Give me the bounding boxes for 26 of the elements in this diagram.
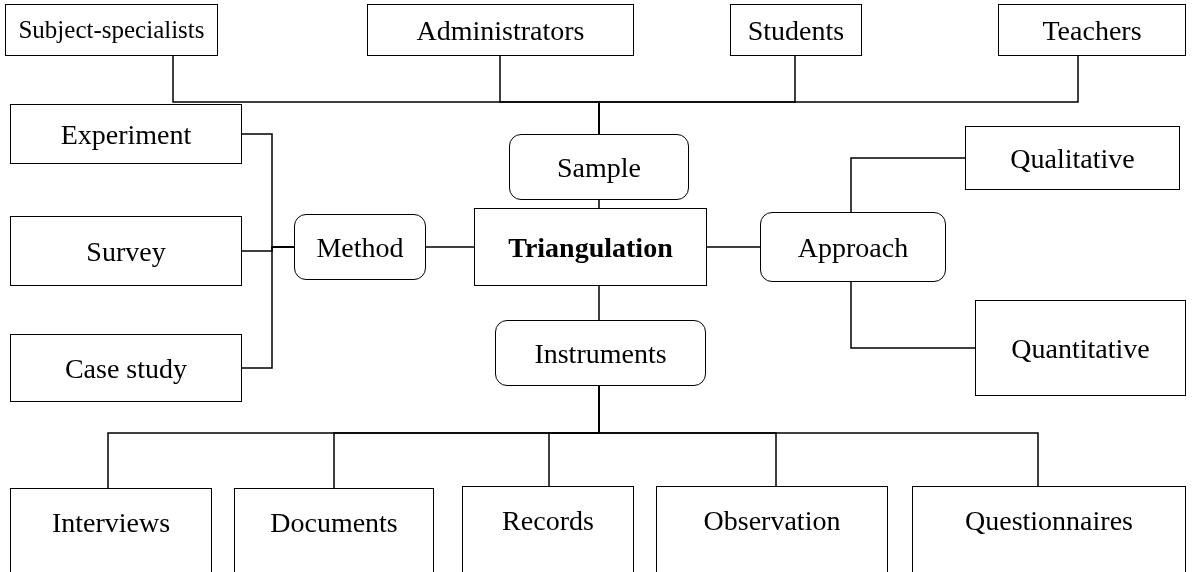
process-box: Triangulation xyxy=(474,208,707,286)
connector-line xyxy=(850,157,966,213)
connector-line xyxy=(706,246,761,248)
rounded-box: Approach xyxy=(760,212,946,282)
connector-line xyxy=(425,246,475,248)
process-box: Administrators xyxy=(367,4,634,56)
process-box: Subject-specialists xyxy=(5,4,218,56)
connector-line xyxy=(850,281,976,349)
process-box: Teachers xyxy=(998,4,1186,56)
rounded-box: Instruments xyxy=(495,320,706,386)
connector-line xyxy=(598,285,600,321)
process-box: Qualitative xyxy=(965,126,1180,190)
process-box: Experiment xyxy=(10,104,242,164)
process-box: Case study xyxy=(10,334,242,402)
connector-line xyxy=(598,199,600,209)
process-box: Observation xyxy=(656,486,888,572)
process-box: Questionnaires xyxy=(912,486,1186,572)
process-box: Students xyxy=(730,4,862,56)
rounded-box: Sample xyxy=(509,134,689,200)
process-box: Documents xyxy=(234,488,434,572)
process-box: Interviews xyxy=(10,488,212,572)
process-box: Records xyxy=(462,486,634,572)
rounded-box: Method xyxy=(294,214,426,280)
connector-line xyxy=(241,246,295,369)
process-box: Quantitative xyxy=(975,300,1186,396)
process-box: Survey xyxy=(10,216,242,286)
